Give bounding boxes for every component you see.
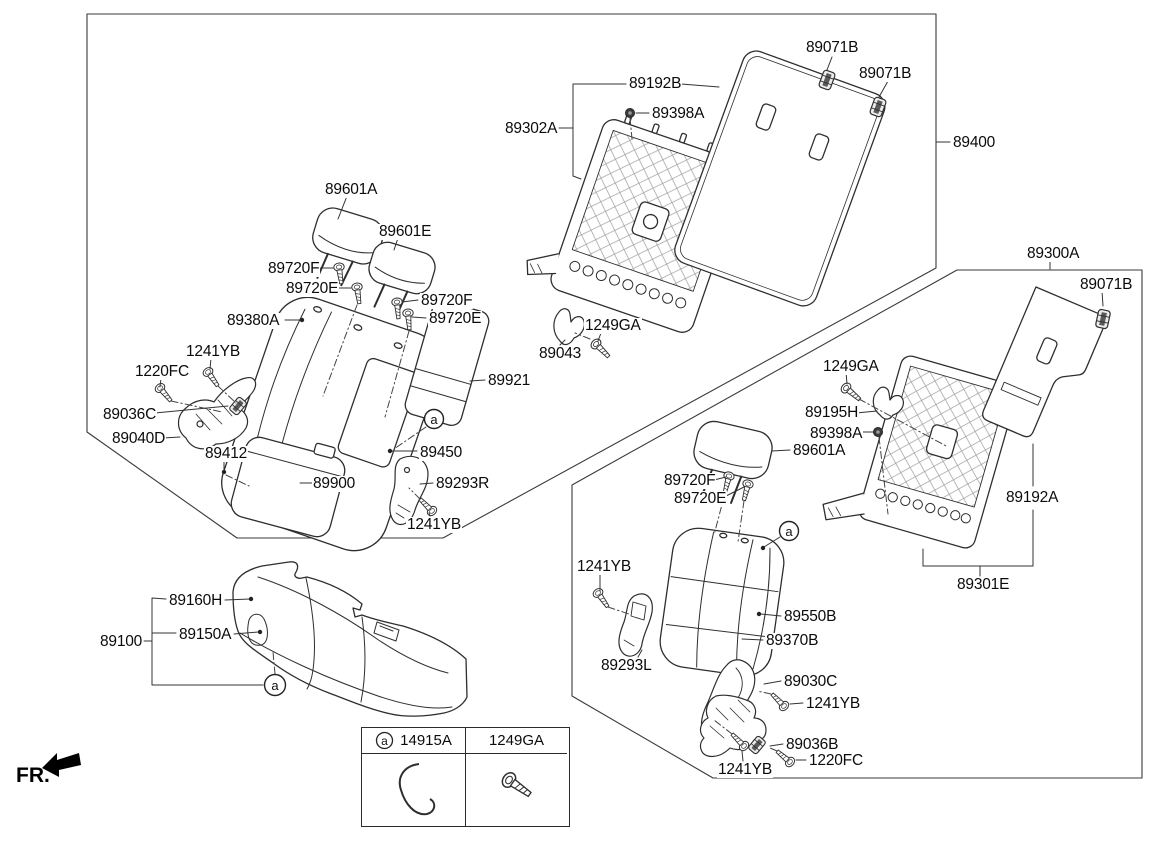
part-label-89293L: 89293L <box>600 657 653 675</box>
legend-header-cell-1249GA: 1249GA <box>466 728 567 754</box>
part-label-89412: 89412 <box>204 445 249 463</box>
wire-hook-icon <box>398 763 435 816</box>
nut-89398A-icon <box>624 107 636 119</box>
headrest-89601E-drawing <box>368 241 436 315</box>
part-label-89550B: 89550B <box>783 608 838 626</box>
part-label-89160H: 89160H <box>168 592 224 610</box>
nut-89398A-icon <box>872 426 884 438</box>
part-label-89300A: 89300A <box>1026 245 1081 263</box>
part-label-1249GA: 1249GA <box>822 358 880 376</box>
part-label-89720F: 89720F <box>267 260 321 278</box>
screw-89720E-icon <box>401 308 416 331</box>
back-panel-89192A-drawing <box>982 286 1107 438</box>
part-label-89370B: 89370B <box>765 632 820 650</box>
fr-arrow-icon <box>42 753 81 777</box>
fr-direction-label: FR. <box>16 764 50 787</box>
part-label-89398A: 89398A <box>809 425 864 443</box>
part-label-89043: 89043 <box>538 345 583 363</box>
screw-1249GA-icon <box>838 380 864 405</box>
screw-1241YB-icon <box>200 365 223 390</box>
part-label-89195H: 89195H <box>804 404 860 422</box>
part-label-89921: 89921 <box>487 372 532 390</box>
part-label-1220FC: 1220FC <box>808 752 864 770</box>
screw-89720E-icon <box>350 281 365 305</box>
a-marker-icon: a <box>375 731 394 750</box>
part-label-89192B: 89192B <box>628 75 683 93</box>
svg-text:a: a <box>381 734 388 748</box>
seat-cushion-89100-drawing <box>232 561 468 717</box>
part-label-89720E: 89720E <box>673 490 728 508</box>
part-label-89400: 89400 <box>952 134 997 152</box>
part-label-89720F: 89720F <box>420 292 474 310</box>
svg-text:a: a <box>785 524 793 539</box>
legend-table: a 14915A 1249GA <box>361 727 570 827</box>
part-label-89398A: 89398A <box>651 105 706 123</box>
part-label-1241YB: 1241YB <box>576 558 632 576</box>
part-label-89900: 89900 <box>312 475 357 493</box>
legend-body-cell-screw <box>466 754 567 826</box>
part-label-1241YB: 1241YB <box>406 516 462 534</box>
part-label-89720F: 89720F <box>663 472 717 490</box>
part-label-89040D: 89040D <box>111 430 167 448</box>
a-marker <box>263 408 800 697</box>
part-label-89302A: 89302A <box>504 120 559 138</box>
part-label-89450: 89450 <box>419 444 464 462</box>
part-label-89071B: 89071B <box>805 39 860 57</box>
part-label-89601A: 89601A <box>324 181 379 199</box>
legend-header-cell-14915A: a 14915A <box>362 728 466 754</box>
screw-1249GA-icon <box>588 336 614 362</box>
legend-part-number-1: 14915A <box>400 732 452 749</box>
a-marker-letters: a a a <box>271 412 793 693</box>
part-label-1220FC: 1220FC <box>134 363 190 381</box>
screw-89720F-icon <box>390 297 405 320</box>
part-label-89036C: 89036C <box>102 406 158 424</box>
seat-back-89370B-drawing <box>659 527 785 677</box>
side-cover-89293R-drawing <box>389 455 429 526</box>
right-section-outline-89300A <box>571 269 1143 779</box>
back-panel-89192B-drawing <box>674 50 886 307</box>
part-label-89720E: 89720E <box>428 310 483 328</box>
bracket-89043-drawing <box>553 308 585 346</box>
screw-1241YB-icon <box>767 689 791 713</box>
part-label-1241YB: 1241YB <box>805 695 861 713</box>
frame-89301E-drawing <box>822 355 1018 549</box>
assembly-axis-lines <box>170 117 949 752</box>
legend-body-cell-hook <box>362 754 466 826</box>
part-label-89601E: 89601E <box>378 223 433 241</box>
recliner-bracket-89040D-drawing <box>177 377 257 450</box>
screw-icon <box>498 769 535 802</box>
part-label-89301E: 89301E <box>956 576 1011 594</box>
screw-1241YB-icon <box>590 586 613 611</box>
part-label-1241YB: 1241YB <box>185 343 241 361</box>
legend-part-number-2: 1249GA <box>488 732 545 749</box>
part-label-89380A: 89380A <box>226 312 281 330</box>
part-label-1241YB: 1241YB <box>717 761 773 779</box>
part-label-89601A: 89601A <box>792 442 847 460</box>
part-label-89071B: 89071B <box>858 65 913 83</box>
part-label-89150A: 89150A <box>178 626 233 644</box>
side-cover-89293L-drawing <box>618 593 653 657</box>
part-label-89071B: 89071B <box>1079 276 1134 294</box>
part-label-89293R: 89293R <box>435 475 491 493</box>
svg-text:a: a <box>271 678 279 693</box>
left-section-outline-89400 <box>86 13 937 539</box>
part-label-89030C: 89030C <box>783 673 839 691</box>
legend-header-row: a 14915A 1249GA <box>362 728 569 754</box>
part-label-89036B: 89036B <box>785 736 840 754</box>
armrest-89900-drawing <box>230 436 346 538</box>
part-label-1249GA: 1249GA <box>584 317 642 335</box>
clip-89071B-icon <box>1094 308 1112 330</box>
part-label-89720E: 89720E <box>285 280 340 298</box>
part-label-89100: 89100 <box>99 633 144 651</box>
part-label-89192A: 89192A <box>1005 489 1060 507</box>
leader-lines <box>143 56 1104 762</box>
screw-89720E-icon <box>738 478 755 503</box>
svg-text:a: a <box>430 412 438 427</box>
